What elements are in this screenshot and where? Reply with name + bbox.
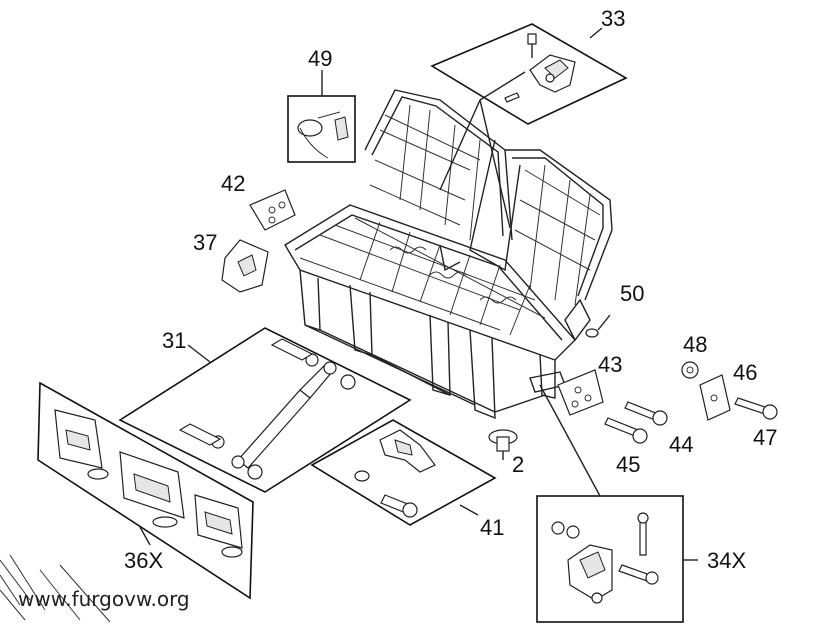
label-47: 47 bbox=[753, 425, 777, 450]
part-31-callout bbox=[118, 327, 412, 493]
label-34x: 34X bbox=[707, 548, 746, 573]
label-2: 2 bbox=[512, 452, 524, 477]
label-50: 50 bbox=[620, 281, 644, 306]
part-50-washer bbox=[585, 314, 611, 338]
label-45: 45 bbox=[616, 452, 640, 477]
part-36x-callout bbox=[37, 381, 254, 600]
part-41-callout bbox=[310, 419, 497, 526]
label-43: 43 bbox=[598, 352, 622, 377]
label-42: 42 bbox=[221, 171, 245, 196]
label-33: 33 bbox=[601, 6, 625, 31]
label-49: 49 bbox=[308, 46, 332, 71]
label-31: 31 bbox=[162, 328, 186, 353]
label-46: 46 bbox=[733, 360, 757, 385]
label-36x: 36X bbox=[124, 548, 163, 573]
part-43-plate bbox=[557, 369, 604, 416]
adjacent-frame-fragment bbox=[0, 554, 111, 623]
part-37-bracket bbox=[221, 239, 269, 293]
part-45-bolt bbox=[604, 417, 648, 444]
part-33-callout bbox=[430, 23, 628, 229]
label-44: 44 bbox=[669, 432, 693, 457]
part-46-block bbox=[699, 374, 731, 421]
part-42-plate bbox=[249, 189, 296, 231]
seat-frame-assembly bbox=[284, 89, 613, 420]
part-49-callout bbox=[287, 70, 356, 163]
part-48-nut bbox=[681, 361, 699, 379]
label-41: 41 bbox=[480, 515, 504, 540]
watermark-text: www.furgovw.org bbox=[18, 587, 190, 611]
label-37: 37 bbox=[193, 230, 217, 255]
part-2-pin bbox=[488, 429, 518, 460]
part-44-bolt bbox=[624, 401, 668, 426]
part-34x-callout bbox=[536, 384, 698, 623]
part-47-bolt bbox=[734, 397, 778, 420]
label-48: 48 bbox=[683, 332, 707, 357]
